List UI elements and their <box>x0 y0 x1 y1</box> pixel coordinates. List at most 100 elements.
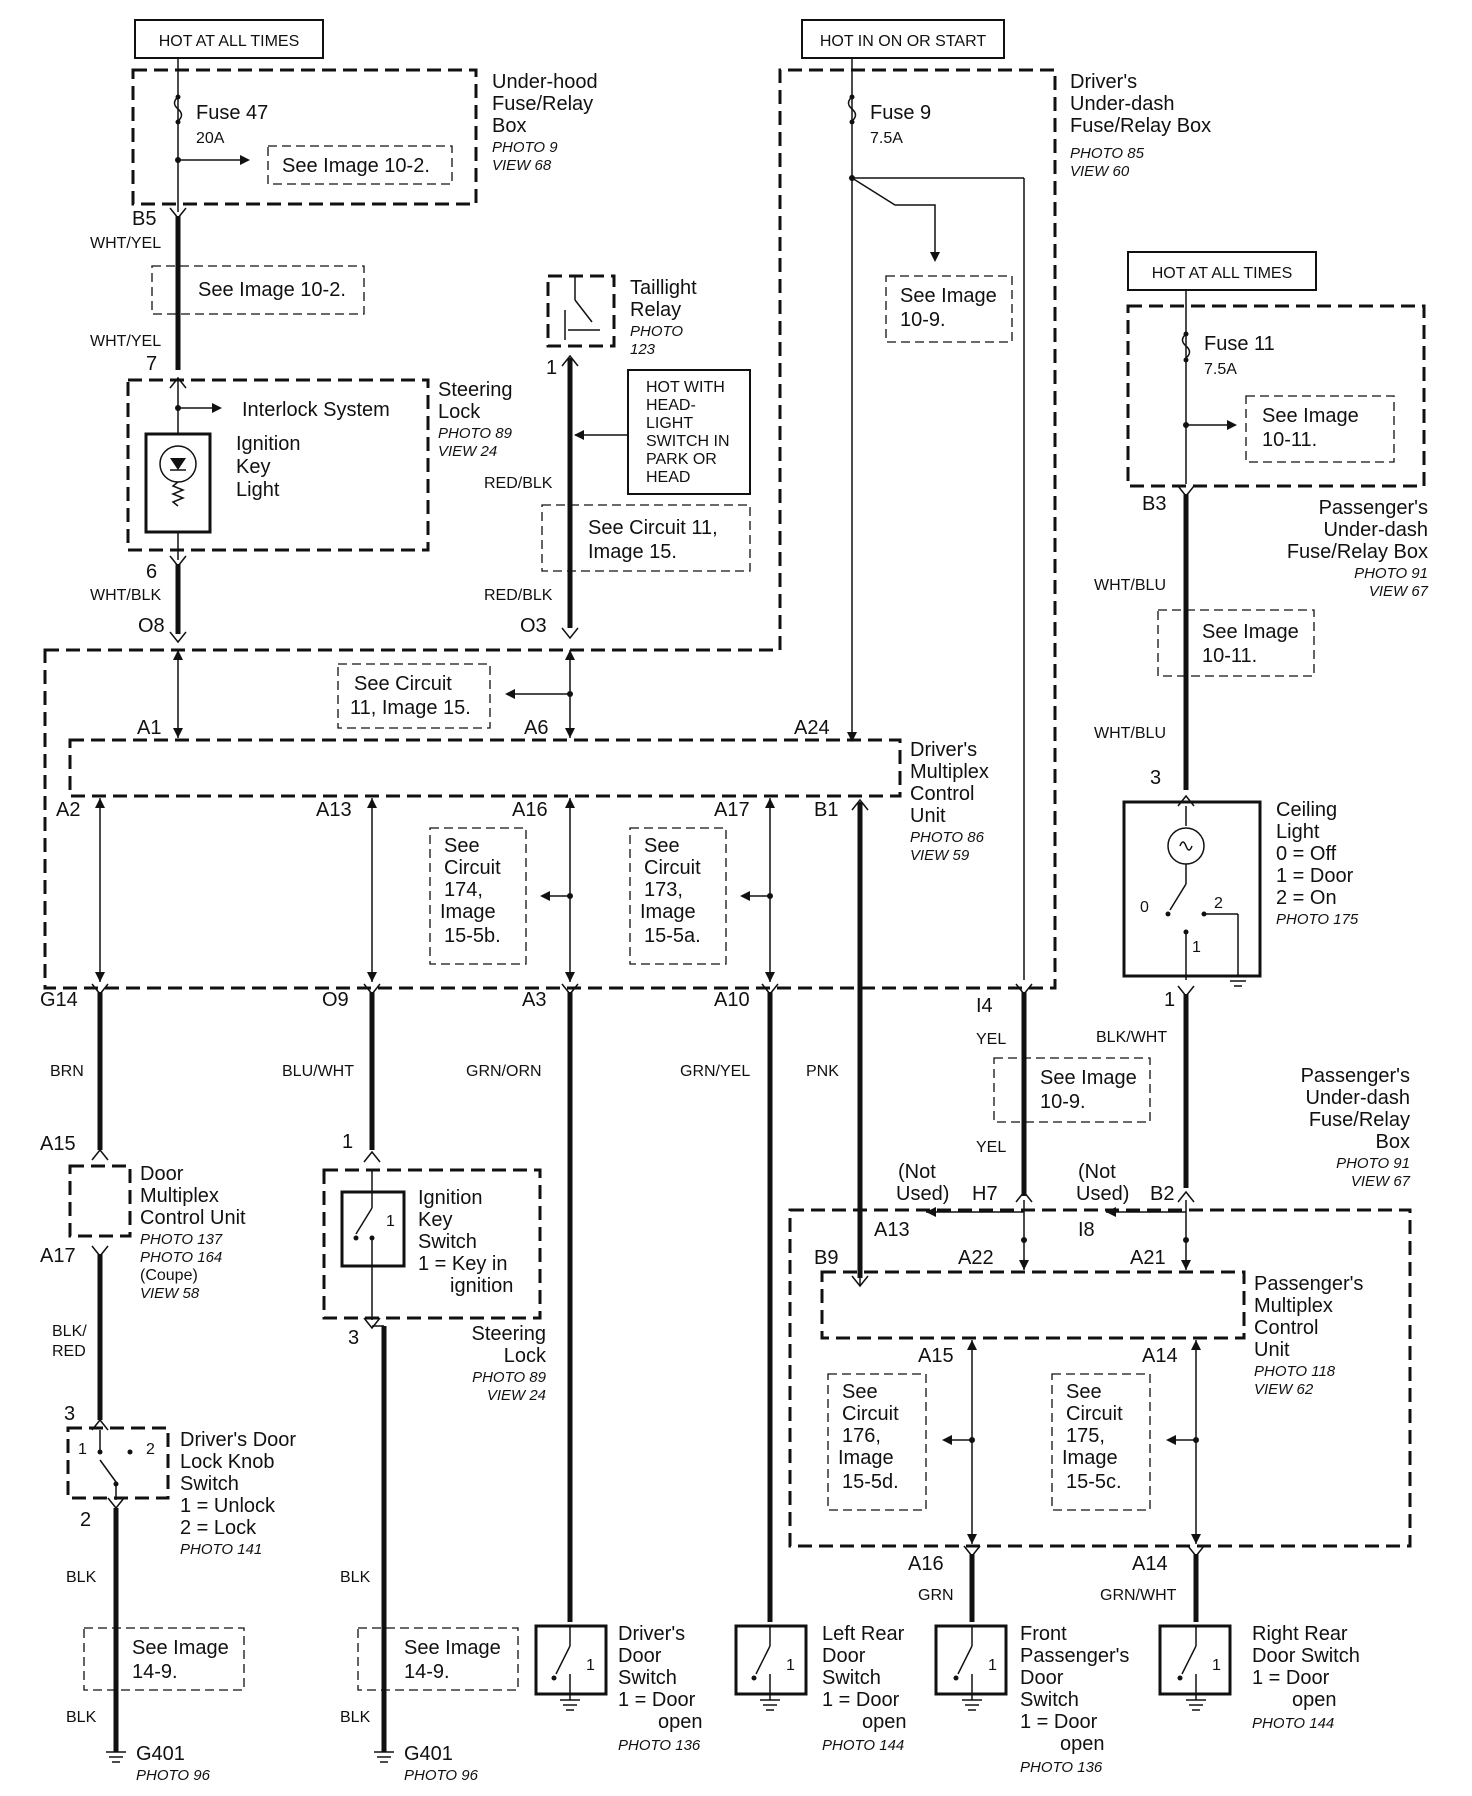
rr-door-line3: 1 = Door <box>1252 1667 1330 1689</box>
see-image-10-2-ref-a[interactable]: See Image 10-2. <box>282 155 430 177</box>
see-image-14-9-a-line2[interactable]: 14-9. <box>132 1661 178 1683</box>
drivers-underdash-line3: Fuse/Relay Box <box>1070 115 1211 137</box>
pin-o9: O9 <box>322 989 349 1011</box>
pass-mcu-line4: Unit <box>1254 1339 1290 1361</box>
pin-b5: B5 <box>132 208 156 230</box>
see-c176-2[interactable]: Circuit <box>842 1403 899 1425</box>
knob-line4: 1 = Unlock <box>180 1495 276 1517</box>
wire-grn: A16 GRN <box>908 1545 981 1622</box>
see-c174-3[interactable]: 174, <box>444 879 483 901</box>
see-image-10-9-a-line2[interactable]: 10-9. <box>900 309 946 331</box>
ceiling-light-line2: Light <box>1276 821 1320 843</box>
see-c174-1[interactable]: See <box>444 835 480 857</box>
fp-door-line4: Switch <box>1020 1689 1079 1711</box>
see-circuit-11-b-line1[interactable]: See Circuit <box>354 673 452 695</box>
wire-blk-1: BLK <box>66 1569 97 1586</box>
wire-blu-wht: O9 BLU/WHT 1 <box>282 983 381 1153</box>
lr-door-line5: open <box>862 1711 907 1733</box>
fuse9-name: Fuse 9 <box>870 102 931 124</box>
wire-blk-red: BLK/ RED 3 <box>52 1254 103 1425</box>
underhood-box-line3: Box <box>492 115 526 137</box>
pin-1-taillight: 1 <box>546 357 557 379</box>
see-c176-1[interactable]: See <box>842 1381 878 1403</box>
drv-door-line5: open <box>658 1711 703 1733</box>
drivers-mcu-photo: PHOTO 86 <box>910 829 985 846</box>
see-c173-2[interactable]: Circuit <box>644 857 701 879</box>
door-mcu-photo2: PHOTO 164 <box>140 1249 222 1266</box>
knob-photo: PHOTO 141 <box>180 1541 262 1558</box>
see-c175-2[interactable]: Circuit <box>1066 1403 1123 1425</box>
see-image-14-9-b-line2[interactable]: 14-9. <box>404 1661 450 1683</box>
lr-door-line1: Left Rear <box>822 1623 905 1645</box>
ceiling-light-photo: PHOTO 175 <box>1276 911 1359 928</box>
ign-switch-mark-1: 1 <box>386 1213 395 1230</box>
see-image-10-11-b-line1[interactable]: See Image <box>1202 621 1299 643</box>
lr-door-line2: Door <box>822 1645 866 1667</box>
see-c175-1[interactable]: See <box>1066 1381 1102 1403</box>
see-c176-4[interactable]: Image <box>838 1447 894 1469</box>
see-image-10-2-ref-b[interactable]: See Image 10-2. <box>198 279 346 301</box>
pin-a24: A24 <box>794 717 830 739</box>
hot-at-all-times-label: HOT AT ALL TIMES <box>159 33 300 50</box>
wire-blk-red-1: BLK/ <box>52 1323 87 1340</box>
knob-mark-1: 1 <box>78 1441 87 1458</box>
see-circuit-11-a-line1[interactable]: See Circuit 11, <box>588 517 718 539</box>
pin-i8: I8 <box>1078 1219 1095 1241</box>
pin-a6: A6 <box>524 717 548 739</box>
drivers-underdash-photo: PHOTO 85 <box>1070 145 1145 162</box>
see-c174-5[interactable]: 15-5b. <box>444 925 501 947</box>
front-passenger-door-switch: 1 Front Passenger's Door Switch 1 = Door… <box>934 1623 1129 1776</box>
see-image-10-9-b-line2[interactable]: 10-9. <box>1040 1091 1086 1113</box>
pin-1-ceiling: 1 <box>1164 989 1175 1011</box>
pin-a3: A3 <box>522 989 546 1011</box>
see-image-10-11-a-line1[interactable]: See Image <box>1262 405 1359 427</box>
wire-brn: BRN <box>50 1063 84 1080</box>
see-circuit-11-a-line2[interactable]: Image 15. <box>588 541 677 563</box>
fuse47-symbol <box>173 96 183 122</box>
see-image-14-9-a-line1[interactable]: See Image <box>132 1637 229 1659</box>
pin-a17: A17 <box>714 799 750 821</box>
wire-grn-yel: GRN/YEL <box>680 1063 750 1080</box>
fp-door-mark-1: 1 <box>988 1657 997 1674</box>
see-c173-1[interactable]: See <box>644 835 680 857</box>
wire-wht-blu: B3 WHT/BLU See Image 10-11. WHT/BLU 3 <box>1094 485 1315 790</box>
wire-red-blk-2: RED/BLK <box>484 587 553 604</box>
see-c176-5[interactable]: 15-5d. <box>842 1471 899 1493</box>
pin-3-knob: 3 <box>64 1403 75 1425</box>
drivers-underdash-line2: Under-dash <box>1070 93 1175 115</box>
wire-wht-blk: 6 WHT/BLK O8 <box>90 555 187 637</box>
pin-1-ign: 1 <box>342 1131 353 1153</box>
drv-door-line4: 1 = Door <box>618 1689 696 1711</box>
lr-door-line4: 1 = Door <box>822 1689 900 1711</box>
lr-door-line3: Switch <box>822 1667 881 1689</box>
see-image-10-11-a-line2[interactable]: 10-11. <box>1262 429 1317 451</box>
ignition-key-light-line2: Key <box>236 456 270 478</box>
see-c173-5[interactable]: 15-5a. <box>644 925 701 947</box>
pass-underdash-top-line2: Under-dash <box>1323 519 1428 541</box>
see-c174-2[interactable]: Circuit <box>444 857 501 879</box>
wire-wht-blu-2: WHT/BLU <box>1094 725 1166 742</box>
see-image-10-9-b-line1[interactable]: See Image <box>1040 1067 1137 1089</box>
fp-door-line2: Passenger's <box>1020 1645 1129 1667</box>
see-c176-3[interactable]: 176, <box>842 1425 881 1447</box>
see-c175-5[interactable]: 15-5c. <box>1066 1471 1122 1493</box>
drivers-mcu-view: VIEW 59 <box>910 847 970 864</box>
hot-on-start-label: HOT IN ON OR START <box>820 33 986 50</box>
pin-a1: A1 <box>137 717 161 739</box>
see-c175-3[interactable]: 175, <box>1066 1425 1105 1447</box>
door-mcu-line1: Door <box>140 1163 184 1185</box>
see-circuit-11-b-line2[interactable]: 11, Image 15. <box>350 697 471 719</box>
see-c175-4[interactable]: Image <box>1062 1447 1118 1469</box>
drv-door-mark-1: 1 <box>586 1657 595 1674</box>
see-c174-4[interactable]: Image <box>440 901 496 923</box>
wire-blk-3: BLK <box>340 1569 371 1586</box>
see-image-14-9-b-line1[interactable]: See Image <box>404 1637 501 1659</box>
see-image-10-11-b-line2[interactable]: 10-11. <box>1202 645 1257 667</box>
underhood-box-line2: Fuse/Relay <box>492 93 593 115</box>
see-image-10-9-a-line1[interactable]: See Image <box>900 285 997 307</box>
see-c173-3[interactable]: 173, <box>644 879 683 901</box>
wire-blk-red-2: RED <box>52 1343 86 1360</box>
see-c173-4[interactable]: Image <box>640 901 696 923</box>
door-lock-knob-switch: 1 2 2 Driver's Door Lock Knob Switch 1 =… <box>66 1418 296 1558</box>
drivers-underdash-view: VIEW 60 <box>1070 163 1130 180</box>
